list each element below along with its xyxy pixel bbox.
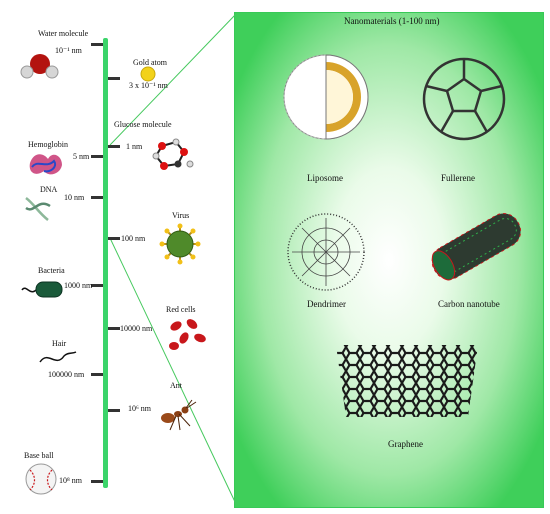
dna-icon xyxy=(25,197,51,221)
carbon-nanotube-icon xyxy=(431,213,522,281)
size-water: 10⁻¹ nm xyxy=(55,46,82,55)
panel-title: Nanomaterials (1-100 nm) xyxy=(344,16,440,26)
tick-bacteria xyxy=(91,284,103,287)
label-fullerene: Fullerene xyxy=(441,173,475,183)
tick-ant xyxy=(108,409,120,412)
label-bacteria: Bacteria xyxy=(38,266,65,275)
bacteria-icon xyxy=(21,281,63,298)
label-dendrimer: Dendrimer xyxy=(307,299,346,309)
glucose-molecule-icon xyxy=(152,138,194,170)
scale-axis xyxy=(103,38,108,488)
label-liposome: Liposome xyxy=(307,173,343,183)
label-dna: DNA xyxy=(40,185,58,194)
tick-gold xyxy=(108,77,120,80)
baseball-icon xyxy=(25,463,57,495)
ant-icon xyxy=(161,399,197,431)
dendrimer-icon xyxy=(287,213,365,291)
label-graphene: Graphene xyxy=(388,439,423,449)
tick-baseball xyxy=(91,480,103,483)
tick-hair xyxy=(91,373,103,376)
label-hair: Hair xyxy=(52,339,67,348)
hair-icon xyxy=(39,351,77,363)
label-water-molecule: Water molecule xyxy=(38,29,89,38)
label-baseball: Base ball xyxy=(24,451,54,460)
size-bacteria: 1000 nm xyxy=(64,281,93,290)
tick-virus xyxy=(108,237,120,240)
fullerene-icon xyxy=(422,57,506,141)
label-virus: Virus xyxy=(172,211,190,220)
label-red-cells: Red cells xyxy=(166,305,196,314)
tick-dna xyxy=(91,196,103,199)
tick-red-cells xyxy=(108,327,120,330)
tick-glucose xyxy=(108,145,120,148)
size-gold: 3 x 10⁻¹ nm xyxy=(129,81,168,90)
liposome-icon xyxy=(283,54,369,140)
size-hemoglobin: 5 nm xyxy=(73,152,90,161)
label-hemoglobin: Hemoglobin xyxy=(28,140,68,149)
gold-atom-icon xyxy=(140,66,156,82)
tick-hemoglobin xyxy=(91,155,103,158)
virus-icon xyxy=(159,223,201,265)
label-gold-atom: Gold atom xyxy=(133,58,167,67)
size-hair: 100000 nm xyxy=(48,370,85,379)
size-ant: 10⁶ nm xyxy=(128,404,152,413)
label-ant: Ant xyxy=(170,381,182,390)
size-dna: 10 nm xyxy=(64,193,85,202)
graphene-icon xyxy=(336,345,478,417)
label-glucose: Glucose molecule xyxy=(114,120,172,129)
water-molecule-icon xyxy=(20,54,59,79)
size-glucose: 1 nm xyxy=(126,142,143,151)
size-baseball: 10⁸ nm xyxy=(59,476,83,485)
size-red-cells: 10000 nm xyxy=(120,324,153,333)
red-cells-icon xyxy=(169,319,206,350)
size-virus: 100 nm xyxy=(121,234,146,243)
hemoglobin-icon xyxy=(29,154,63,175)
tick-water xyxy=(91,43,103,46)
label-carbon-nanotube: Carbon nanotube xyxy=(438,299,500,309)
